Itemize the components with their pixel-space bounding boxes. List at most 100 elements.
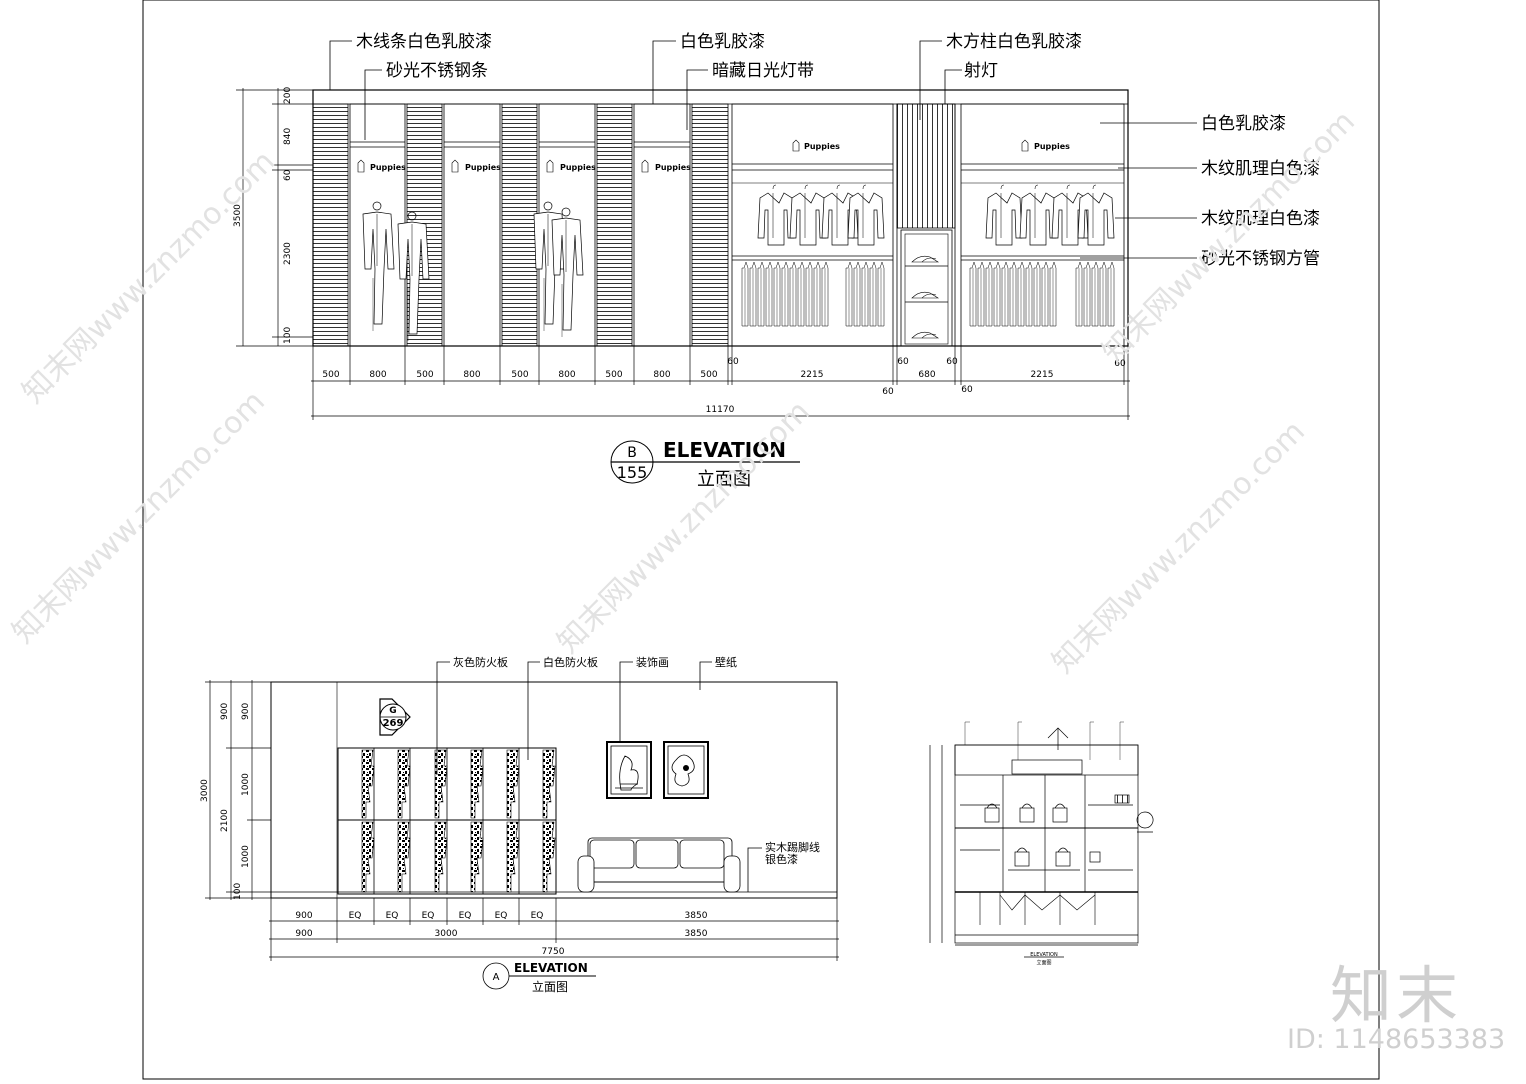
callout-grey-board: 灰色防火板 (453, 655, 508, 669)
dim-total-height: 3500 (233, 204, 243, 227)
callout-wood-strip: 木线条白色乳胶漆 (356, 32, 492, 52)
dim-total-height: 3000 (200, 779, 210, 802)
elevation-subtitle: 立面图 (532, 979, 568, 994)
dim-bottom: 2215 (1031, 370, 1054, 380)
wood-column (896, 103, 956, 229)
section-ref-letter: G (389, 706, 396, 716)
dim-bottom: 500 (322, 370, 339, 380)
dim-bottom: 900 (295, 929, 312, 939)
callout-wood-column: 木方柱白色乳胶漆 (946, 32, 1082, 52)
section-ref-sheet: 269 (383, 718, 404, 729)
dim-left-inner: 1000 (241, 845, 251, 868)
dim-bottom: 900 (295, 911, 312, 921)
dim-left-mid: 2100 (220, 809, 230, 832)
decorative-painting (606, 741, 652, 799)
hanging-pants-row (969, 261, 1115, 327)
callout-skirting-finish: 银色漆 (765, 852, 798, 866)
brand-watermark: 知末 (1330, 959, 1463, 1032)
dim-left: 100 (283, 327, 293, 344)
mannequin-figure (362, 201, 395, 332)
decorative-painting (663, 741, 709, 799)
dim-small: 60 (946, 357, 958, 367)
title-block-b: B 155 ELEVATION 立面图 (610, 438, 800, 490)
brand-label: Puppies (655, 163, 691, 172)
grey-fireboard-pattern (361, 749, 556, 893)
sheet-border (142, 0, 1380, 1080)
section-marker: G 269 (379, 698, 411, 736)
callout-skirting: 实木踢脚线 (765, 840, 820, 854)
callout-wallpaper: 壁纸 (715, 655, 737, 669)
callout-wood-grain: 木纹肌理白色漆 (1201, 159, 1320, 179)
dim-bottom: 3850 (685, 929, 708, 939)
elevation-a: G 269 灰色防火板 白色防火板 装饰画 壁纸 实木踢脚线 银色漆 (200, 655, 839, 994)
brand-label: Puppies (465, 163, 501, 172)
dim-left: 2300 (283, 242, 293, 265)
shoes-icon (911, 255, 940, 339)
hanging-pants-row (741, 261, 885, 327)
dim-small: 60 (897, 357, 909, 367)
elevation-title: ELEVATION (663, 438, 786, 462)
callout-steel-tube: 砂光不锈钢方管 (1201, 249, 1320, 269)
ref-letter: A (493, 972, 500, 983)
dim-bottom: 500 (511, 370, 528, 380)
dim-bottom: 2215 (801, 370, 824, 380)
asset-id: ID: 1148653383 (1287, 1024, 1506, 1055)
dim-bottom: 500 (700, 370, 717, 380)
title-block-small: ELEVATION 立面图 (1024, 952, 1064, 966)
wood-strip-panel (596, 103, 633, 347)
dim-bottom: 3850 (685, 911, 708, 921)
elevation-a-outline (270, 681, 838, 899)
wood-strip-panel (501, 103, 538, 347)
dim-left-inner: 100 (233, 883, 243, 900)
dim-left: 200 (283, 87, 293, 104)
dim-left-inner: 900 (241, 703, 251, 720)
dim-bottom: 800 (653, 370, 670, 380)
dim-bottom: 500 (416, 370, 433, 380)
wood-strip-panel (312, 103, 349, 347)
elevation-title: ELEVATION (1030, 952, 1058, 958)
callout-white-latex-right: 白色乳胶漆 (1201, 114, 1286, 134)
elevation-title: ELEVATION (514, 961, 588, 975)
dim-small: 60 (727, 357, 739, 367)
mannequin-figure (551, 207, 584, 338)
callout-white-board: 白色防火板 (543, 655, 598, 669)
brand-label: Puppies (804, 142, 840, 151)
brand-label: Puppies (560, 163, 596, 172)
dim-left: 840 (283, 128, 293, 145)
title-block-a: A ELEVATION 立面图 (482, 961, 596, 994)
dim-eq: EQ (459, 911, 472, 921)
callout-sand-steel: 砂光不锈钢条 (386, 61, 488, 81)
elevation-b: Puppies Puppies Puppies Puppies Puppies … (233, 32, 1320, 490)
dim-bottom: 3000 (435, 929, 458, 939)
elevation-small (929, 721, 1154, 946)
dim-bottom: 500 (605, 370, 622, 380)
dim-left-inner: 1000 (241, 773, 251, 796)
dim-bottom: 800 (369, 370, 386, 380)
dim-bottom: 680 (918, 370, 935, 380)
callout-hidden-light: 暗藏日光灯带 (712, 61, 814, 81)
brand-label: Puppies (1034, 142, 1070, 151)
callout-painting: 装饰画 (636, 655, 669, 669)
ref-sheet: 155 (617, 463, 648, 482)
handbag-icon (984, 803, 1101, 867)
dim-eq: EQ (422, 911, 435, 921)
dim-eq: EQ (531, 911, 544, 921)
wood-strip-panel (691, 103, 729, 347)
callout-wood-grain: 木纹肌理白色漆 (1201, 209, 1320, 229)
dim-small: 60 (961, 385, 973, 395)
elevation-subtitle: 立面图 (1036, 959, 1051, 966)
dim-left: 60 (283, 169, 293, 181)
elevation-subtitle: 立面图 (697, 469, 751, 490)
sofa-icon (577, 837, 741, 893)
brand-label: Puppies (370, 163, 406, 172)
dim-total-width: 7750 (542, 947, 565, 957)
callout-white-latex: 白色乳胶漆 (680, 32, 765, 52)
dim-small: 60 (882, 387, 894, 397)
dim-bottom: 800 (558, 370, 575, 380)
dim-bottom: 800 (463, 370, 480, 380)
dim-eq: EQ (349, 911, 362, 921)
dim-eq: EQ (495, 911, 508, 921)
dim-total-width: 11170 (706, 405, 735, 415)
